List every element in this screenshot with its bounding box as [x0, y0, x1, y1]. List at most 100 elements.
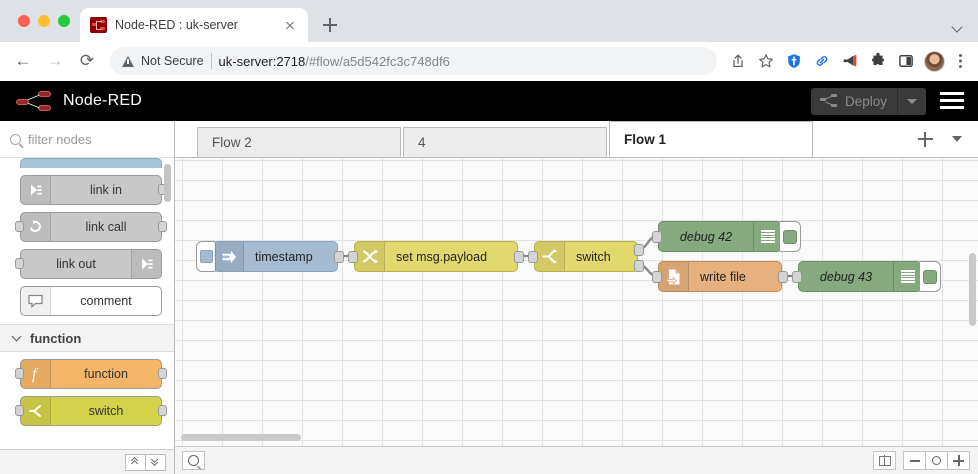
palette-node-comment[interactable]: comment: [20, 286, 162, 316]
input-port[interactable]: [792, 271, 802, 283]
input-port[interactable]: [15, 368, 24, 379]
canvas-horizontal-scrollbar[interactable]: [181, 434, 301, 441]
close-window-button[interactable]: [18, 15, 30, 27]
palette-node-link-in[interactable]: link in: [20, 175, 167, 205]
link-call-icon: [21, 213, 51, 241]
palette-node-label: link out: [56, 257, 96, 271]
statusbar-right: [866, 451, 970, 470]
flow-node-debug-42[interactable]: debug 42: [652, 221, 801, 252]
output-port[interactable]: [158, 368, 167, 379]
deploy-button-main[interactable]: Deploy: [811, 88, 898, 115]
palette-node-label: switch: [88, 404, 124, 418]
flow-tab-4[interactable]: 4: [403, 127, 607, 157]
output-port-0[interactable]: [634, 244, 644, 256]
flow-node-change-set-payload[interactable]: set msg.payload: [348, 241, 524, 272]
kebab-menu-icon[interactable]: [950, 51, 970, 71]
search-flows-button[interactable]: [182, 451, 205, 470]
avatar[interactable]: [924, 50, 945, 72]
flow-node-switch[interactable]: switch: [528, 241, 644, 272]
debug-enable-toggle[interactable]: [779, 221, 801, 252]
output-port[interactable]: [778, 271, 788, 283]
palette-node-link-out[interactable]: link out: [15, 249, 162, 279]
palette-node-function[interactable]: f function: [15, 359, 167, 389]
debug-lines-icon: [753, 222, 781, 251]
megaphone-extension-icon[interactable]: [837, 48, 863, 74]
palette-scrollbar[interactable]: [164, 164, 171, 202]
palette-search[interactable]: filter nodes: [0, 121, 174, 158]
address-bar[interactable]: Not Secure uk-server:2718/#flow/a5d542fc…: [110, 47, 717, 75]
palette-node-switch[interactable]: switch: [15, 396, 167, 426]
flow-canvas[interactable]: timestamp set msg.payload: [175, 158, 978, 446]
share-icon[interactable]: [725, 48, 751, 74]
palette-footer: [0, 449, 174, 474]
switch-icon: [21, 397, 51, 425]
shield-extension-icon[interactable]: [781, 48, 807, 74]
minimize-window-button[interactable]: [38, 15, 50, 27]
input-port[interactable]: [652, 231, 662, 243]
input-port[interactable]: [15, 221, 24, 232]
palette-node-partial[interactable]: [20, 158, 162, 168]
expand-all-button[interactable]: [145, 453, 166, 471]
navigator-group: [873, 451, 896, 470]
flow-tab-flow-1[interactable]: Flow 1: [609, 121, 813, 157]
flow-list-menu-button[interactable]: [942, 121, 972, 157]
zoom-out-button[interactable]: [903, 451, 926, 470]
flow-tabs: Flow 2 4 Flow 1: [175, 121, 978, 158]
deploy-dropdown-button[interactable]: [898, 88, 926, 115]
node-red-logo: Node-RED: [16, 90, 142, 112]
bookmark-star-icon[interactable]: [753, 48, 779, 74]
flow-node-inject-timestamp[interactable]: timestamp: [196, 241, 344, 272]
comment-icon: [21, 287, 51, 315]
flow-wires: [338, 234, 798, 278]
canvas-vertical-scrollbar[interactable]: [969, 253, 976, 326]
browser-tab-node-red[interactable]: Node-RED : uk-server: [80, 8, 308, 42]
navigator-button[interactable]: [873, 451, 896, 470]
zoom-in-icon: [953, 455, 964, 466]
reload-button[interactable]: ⟳: [79, 51, 95, 70]
flow-node-write-file[interactable]: write file: [652, 261, 788, 292]
input-port[interactable]: [348, 251, 358, 263]
expand-all-icon: [150, 455, 160, 467]
flow-canvas-container[interactable]: timestamp set msg.payload: [175, 158, 978, 446]
flow-node-debug-43[interactable]: debug 43: [792, 261, 941, 292]
flow-tab-label: Flow 1: [624, 132, 667, 147]
output-port-1[interactable]: [634, 260, 644, 272]
main-menu-button[interactable]: [940, 92, 964, 110]
node-red-app: Node-RED Deploy filter nodes: [0, 81, 978, 474]
add-flow-button[interactable]: [908, 121, 942, 157]
collapse-all-button[interactable]: [125, 453, 146, 471]
input-port[interactable]: [528, 251, 538, 263]
browser-tab-title: Node-RED : uk-server: [115, 18, 238, 32]
close-icon[interactable]: [280, 15, 300, 35]
forward-button[interactable]: →: [46, 51, 64, 70]
chevron-down-icon[interactable]: [953, 22, 964, 33]
palette-node-list[interactable]: link in link call link out: [0, 158, 174, 449]
zoom-reset-button[interactable]: [925, 451, 948, 470]
output-port[interactable]: [334, 251, 344, 263]
debug-enable-toggle[interactable]: [919, 261, 941, 292]
input-port[interactable]: [652, 271, 662, 283]
node-palette: filter nodes link in: [0, 121, 175, 474]
flow-node-label: switch: [576, 249, 611, 264]
palette-node-link-call[interactable]: link call: [15, 212, 167, 242]
palette-category-function[interactable]: function: [0, 324, 174, 352]
maximize-window-button[interactable]: [58, 15, 70, 27]
navigator-map-icon: [878, 455, 891, 466]
output-port[interactable]: [158, 221, 167, 232]
deploy-button[interactable]: Deploy: [810, 88, 926, 115]
side-panel-icon[interactable]: [893, 48, 919, 74]
flow-tab-flow-2[interactable]: Flow 2: [197, 127, 401, 157]
inject-trigger-button[interactable]: [196, 241, 216, 272]
back-button[interactable]: ←: [14, 51, 32, 70]
link-out-icon: [131, 250, 161, 278]
puzzle-extensions-icon[interactable]: [865, 48, 891, 74]
input-port[interactable]: [15, 258, 24, 269]
debug-lines-icon: [893, 262, 921, 291]
new-tab-button[interactable]: [316, 11, 344, 39]
zoom-in-button[interactable]: [947, 451, 970, 470]
input-port[interactable]: [15, 405, 24, 416]
search-icon: [188, 455, 199, 466]
output-port[interactable]: [514, 251, 524, 263]
output-port[interactable]: [158, 405, 167, 416]
link-extension-icon[interactable]: [809, 48, 835, 74]
